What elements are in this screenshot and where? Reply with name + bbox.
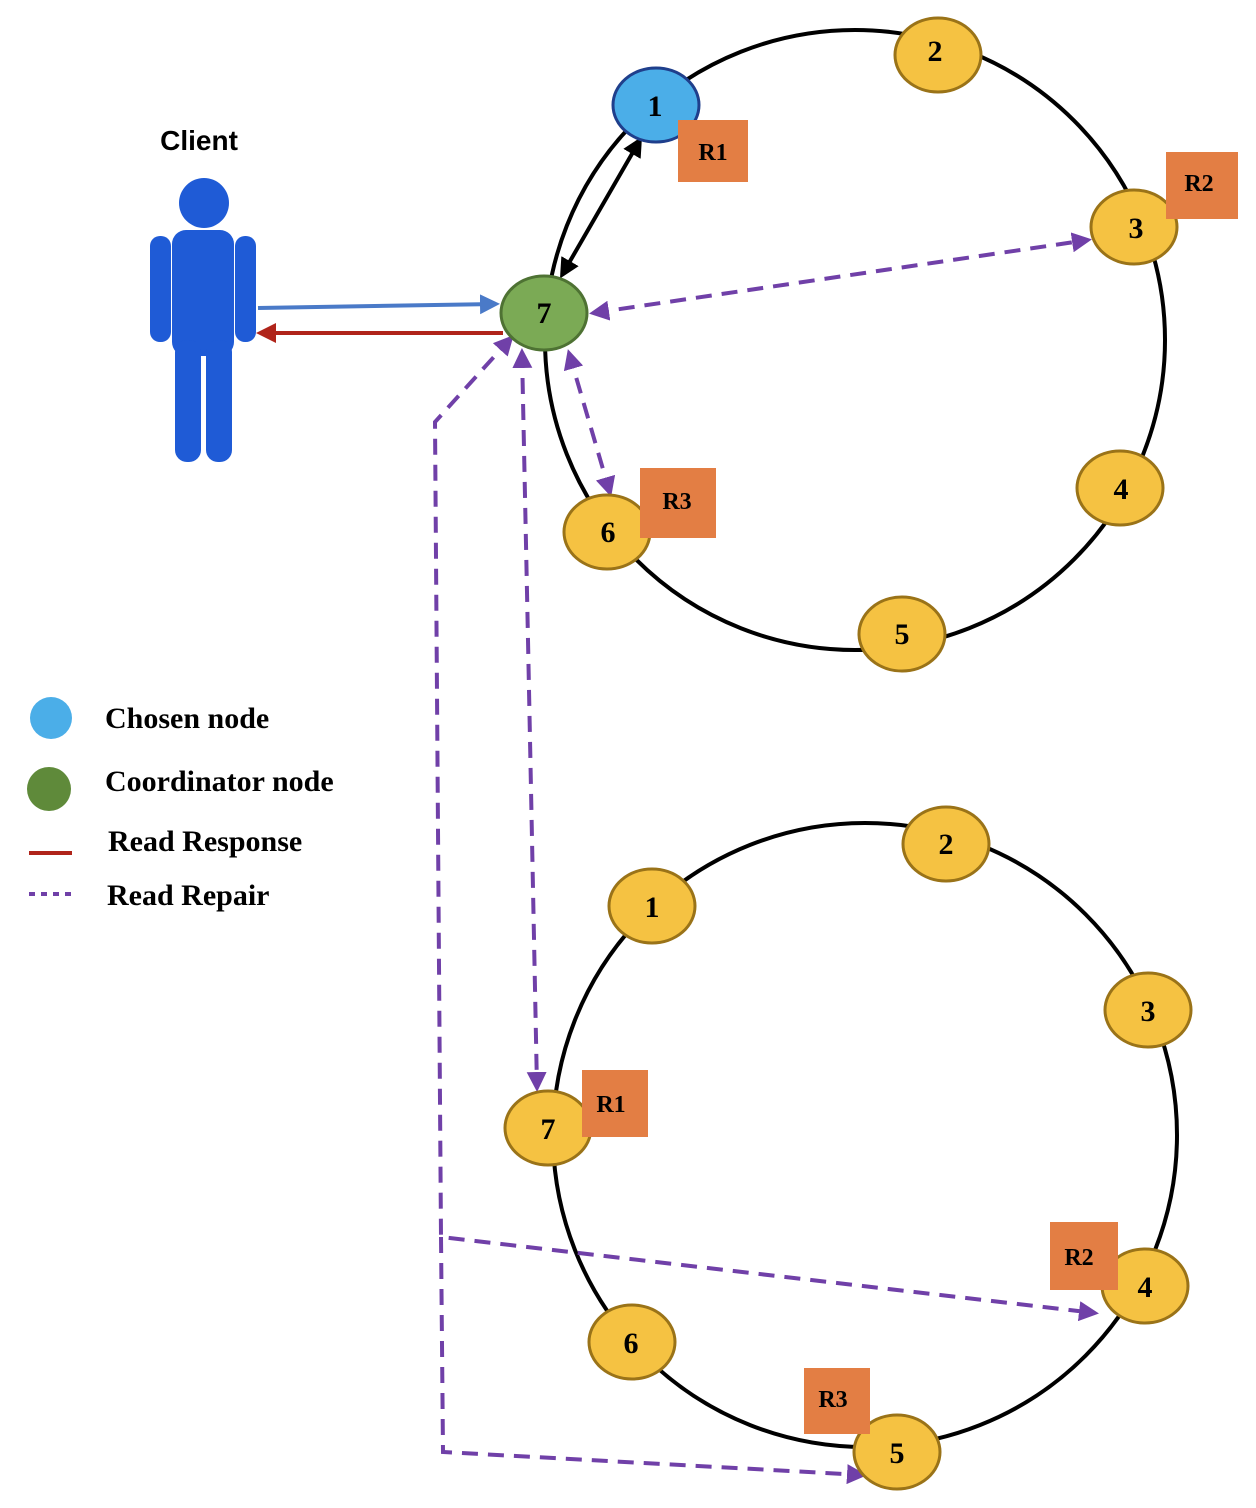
legend-coordinator-node-swatch: [27, 767, 71, 811]
bottom-node-6: [587, 1303, 677, 1381]
bottom-node-3-label: 3: [1141, 995, 1156, 1028]
top-node-1-label: 1: [648, 90, 663, 123]
top-node-2: [893, 16, 983, 94]
legend-coordinator-node-label: Coordinator node: [105, 765, 334, 798]
bottom-node-7-label: 7: [541, 1113, 556, 1146]
legend-read-response-label: Read Response: [108, 825, 302, 858]
top-replica-r1-badge: [678, 120, 748, 182]
bottom-node-5: [852, 1413, 942, 1491]
bottom-replica-r1-label: R1: [596, 1092, 625, 1118]
request-arrow: [257, 294, 500, 315]
legend-chosen-node-swatch: [30, 697, 72, 739]
legend: Chosen node Coordinator node Read Respon…: [27, 697, 334, 912]
top-node-7-coordinator: [499, 274, 589, 352]
bottom-node-2-label: 2: [939, 828, 954, 861]
bottom-replica-r2-label: R2: [1064, 1245, 1093, 1271]
top-node-4: [1075, 449, 1165, 527]
top-node-3-label: 3: [1129, 212, 1144, 245]
top-node-3: [1089, 188, 1179, 266]
repair-arrow-bottom-node-7: [512, 348, 547, 1092]
bottom-node-1: [607, 867, 697, 945]
top-replica-r3-badge: [640, 468, 716, 538]
coordinator-chosen-arrow: [559, 136, 643, 279]
top-replica-r1-label: R1: [698, 140, 727, 166]
repair-arrow-bottom-node-4: [432, 335, 1099, 1322]
top-node-5-label: 5: [895, 618, 910, 651]
top-node-5: [857, 595, 947, 673]
top-node-6-label: 6: [601, 516, 616, 549]
top-node-1-chosen: [611, 66, 701, 144]
bottom-node-2: [901, 805, 991, 883]
top-replica-r2-badge: [1166, 152, 1238, 219]
repair-arrow-bottom-node-5: [439, 1236, 867, 1485]
repair-arrow-top-node-3: [589, 232, 1092, 321]
bottom-replica-r3-badge: [804, 1368, 870, 1434]
bottom-replica-r1-badge: [582, 1070, 648, 1137]
top-node-2-label: 2: [928, 35, 943, 68]
legend-chosen-node-label: Chosen node: [105, 702, 269, 735]
legend-read-repair-label: Read Repair: [107, 879, 269, 912]
bottom-node-4-label: 4: [1138, 1271, 1153, 1304]
bottom-node-3: [1103, 971, 1193, 1049]
top-replica-r3-label: R3: [662, 489, 691, 515]
top-replica-r2-label: R2: [1184, 171, 1213, 197]
bottom-node-5-label: 5: [890, 1437, 905, 1470]
client-label: Client: [160, 125, 238, 156]
client-person-icon: [150, 178, 256, 462]
top-node-4-label: 4: [1114, 473, 1129, 506]
bottom-node-1-label: 1: [645, 891, 660, 924]
bottom-node-6-label: 6: [624, 1327, 639, 1360]
top-node-7-label: 7: [537, 297, 552, 330]
bottom-replica-r3-label: R3: [818, 1387, 847, 1413]
bottom-replica-r2-badge: [1050, 1222, 1118, 1290]
